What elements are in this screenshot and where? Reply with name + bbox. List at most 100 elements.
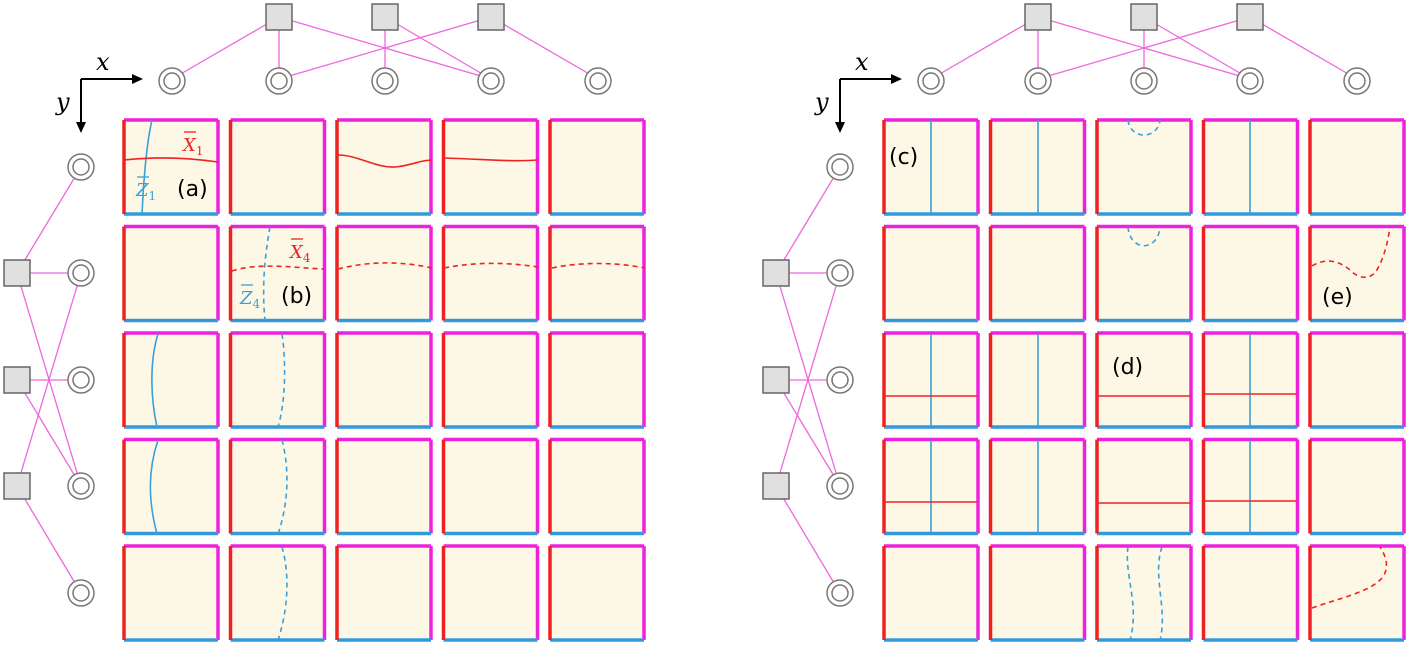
tile: [441, 544, 540, 642]
tile: [335, 437, 433, 536]
left-tanner-graph-left: [3, 153, 95, 607]
qubit-node: [826, 366, 854, 394]
z4-operator-label: Z4: [239, 288, 261, 311]
tile: [548, 118, 646, 216]
operator-overlays-right: (c) (d) (e): [884, 119, 1391, 641]
tile: [882, 224, 980, 323]
check-node: [762, 259, 790, 287]
label-e: (e): [1322, 285, 1353, 310]
qubit-node: [67, 153, 95, 181]
qubit-node: [265, 67, 293, 95]
tile: [122, 224, 220, 323]
check-node: [1130, 3, 1158, 31]
qubit-node: [1236, 67, 1264, 95]
tile: [548, 437, 646, 536]
y-axis-label: y: [814, 88, 829, 116]
qubit-node: [826, 153, 854, 181]
check-node: [1024, 3, 1052, 31]
tile: [548, 331, 646, 429]
x-dashed-curve: [1311, 226, 1391, 279]
tile: [1308, 437, 1406, 536]
qubit-node: [477, 67, 505, 95]
qubit-node: [371, 67, 399, 95]
x-axis-label: x: [855, 48, 869, 76]
operator-overlays-left: X1 Z1 (a) X4 Z4 (b): [123, 119, 646, 641]
tile: [441, 437, 540, 536]
z-dashed-line: [1126, 546, 1135, 641]
tile: [1095, 544, 1193, 642]
z-dashed-line: [1157, 546, 1164, 641]
tile-grid-right: [882, 118, 1406, 642]
tile: [548, 544, 646, 642]
label-a: (a): [177, 177, 208, 202]
qubit-node: [584, 67, 612, 95]
qubit-node: [67, 579, 95, 607]
tile: [122, 437, 220, 536]
tile: [122, 331, 220, 429]
z-logical-line: [151, 333, 159, 428]
label-c: (c): [889, 145, 918, 170]
check-node: [477, 3, 505, 31]
tile: [228, 544, 327, 642]
tile: [988, 224, 1087, 323]
z-dashed-line: [277, 546, 288, 641]
tile: [441, 224, 540, 323]
axes-right: x y: [814, 48, 902, 133]
y-axis-label: y: [55, 88, 70, 116]
check-node: [3, 472, 31, 500]
z-dashed-line: [262, 226, 271, 321]
qubit-node: [1343, 67, 1371, 95]
tile: [1095, 437, 1193, 536]
check-node: [3, 259, 31, 287]
check-node: [265, 3, 293, 31]
x-dashed-line: [231, 265, 325, 272]
check-node: [762, 472, 790, 500]
tile: [228, 437, 327, 536]
z-logical-line: [141, 119, 153, 215]
tile: [228, 224, 327, 323]
label-d: (d): [1112, 355, 1143, 380]
x-dashed-line: [443, 262, 539, 269]
z-dashed-loop: [1127, 226, 1161, 247]
tile: [1095, 118, 1193, 216]
check-node: [762, 366, 790, 394]
check-node: [3, 366, 31, 394]
tile: [1095, 331, 1193, 429]
tile: [335, 224, 433, 323]
tile: [441, 331, 540, 429]
x-axis-label: x: [96, 48, 110, 76]
qubit-node: [826, 579, 854, 607]
z-dashed-line: [277, 439, 288, 535]
qubit-node: [67, 366, 95, 394]
qubit-node: [158, 67, 186, 95]
check-node: [371, 3, 399, 31]
z-dashed-line: [277, 333, 286, 428]
x-dashed-line: [551, 262, 646, 269]
tile: [1308, 118, 1406, 216]
tile: [441, 118, 540, 216]
label-b: (b): [281, 284, 312, 309]
tile: [1308, 224, 1406, 323]
check-node: [1236, 3, 1264, 31]
top-tanner-graph-left: [158, 3, 612, 95]
tile-grid-left: [122, 118, 646, 642]
tile: [228, 331, 327, 429]
z1-operator-label: Z1: [135, 180, 156, 203]
axes-left: x y: [55, 48, 143, 133]
z-logical-line: [149, 439, 159, 535]
tile: [1308, 331, 1406, 429]
tile: [122, 544, 220, 642]
x4-operator-label: X4: [288, 242, 311, 265]
tile: [1095, 224, 1193, 323]
x-dashed-curve: [1311, 546, 1388, 609]
qubit-node: [1130, 67, 1158, 95]
qubit-node: [917, 67, 945, 95]
tile: [228, 118, 327, 216]
qubit-node: [67, 259, 95, 287]
tile: [882, 544, 980, 642]
right-panel: x y: [762, 3, 1406, 642]
x-logical-line: [337, 154, 433, 168]
tile: [122, 118, 220, 216]
qubit-node: [826, 259, 854, 287]
